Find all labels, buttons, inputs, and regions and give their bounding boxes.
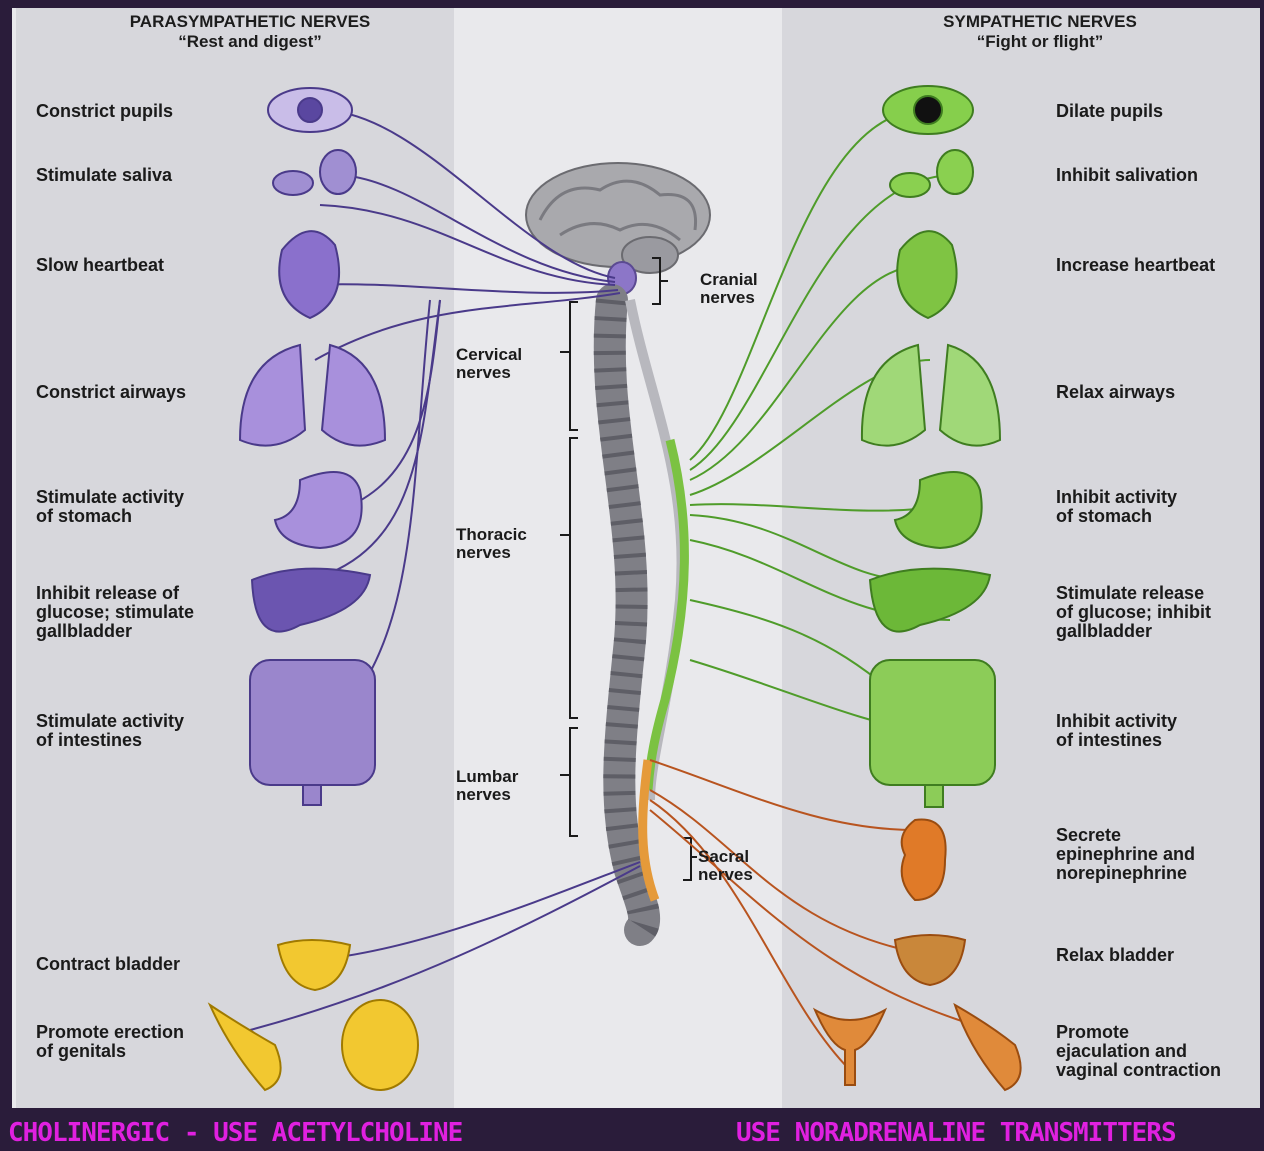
spinal-column xyxy=(610,300,685,930)
lungs-icon xyxy=(240,345,385,446)
sympathetic-organs xyxy=(862,86,1000,807)
para-label-genitals: Promote erection of genitals xyxy=(36,1023,184,1061)
intestines-icon xyxy=(250,660,375,805)
cholinergic-caption: CHOLINERGIC - USE ACETYLCHOLINE xyxy=(8,1118,462,1148)
salivary-gland-icon xyxy=(273,150,356,195)
eye-icon xyxy=(268,88,352,132)
symp-label-intestines: Inhibit activity of intestines xyxy=(1056,712,1177,750)
lumbar-nerves-label: Lumbar nerves xyxy=(456,768,518,804)
penis-icon xyxy=(955,1005,1021,1090)
sacral-nerves-label: Sacral nerves xyxy=(698,848,753,884)
parasympathetic-organs xyxy=(240,88,385,805)
stomach-icon xyxy=(275,472,362,548)
symp-label-bladder: Relax bladder xyxy=(1056,946,1174,965)
vulva-icon xyxy=(342,1000,418,1090)
para-label-airways: Constrict airways xyxy=(36,383,186,402)
symp-label-airways: Relax airways xyxy=(1056,383,1175,402)
sympathetic-lower-organs xyxy=(815,820,1021,1091)
symp-label-pupils: Dilate pupils xyxy=(1056,102,1163,121)
symp-label-genitals: Promote ejaculation and vaginal contract… xyxy=(1056,1023,1221,1080)
cervical-nerves-label: Cervical nerves xyxy=(456,346,522,382)
heart-icon xyxy=(897,231,956,318)
para-label-stomach: Stimulate activity of stomach xyxy=(36,488,184,526)
bladder-icon xyxy=(278,940,350,990)
penis-icon xyxy=(210,1005,281,1090)
bladder-icon xyxy=(895,935,965,985)
symp-label-epinephrine: Secrete epinephrine and norepinephrine xyxy=(1056,826,1195,883)
noradrenaline-caption: USE NORADRENALINE TRANSMITTERS xyxy=(736,1118,1176,1148)
para-label-glucose: Inhibit release of glucose; stimulate ga… xyxy=(36,584,194,641)
symp-label-salivation: Inhibit salivation xyxy=(1056,166,1198,185)
intestines-icon xyxy=(870,660,995,807)
eye-icon xyxy=(883,86,973,134)
lungs-icon xyxy=(862,345,1000,446)
adrenal-kidney-icon xyxy=(902,820,946,901)
liver-icon xyxy=(870,569,990,632)
cranial-nerves-label: Cranial nerves xyxy=(700,271,758,307)
para-label-pupils: Constrict pupils xyxy=(36,102,173,121)
salivary-gland-icon xyxy=(890,150,973,197)
symp-label-glucose: Stimulate release of glucose; inhibit ga… xyxy=(1056,584,1211,641)
para-label-heartbeat: Slow heartbeat xyxy=(36,256,164,275)
uterus-icon xyxy=(815,1010,885,1085)
heart-icon xyxy=(279,231,339,318)
symp-label-stomach: Inhibit activity of stomach xyxy=(1056,488,1177,526)
symp-label-heartbeat: Increase heartbeat xyxy=(1056,256,1215,275)
para-label-intestines: Stimulate activity of intestines xyxy=(36,712,184,750)
genitourinary-organs-left xyxy=(210,940,418,1090)
thoracic-nerves-label: Thoracic nerves xyxy=(456,526,527,562)
para-label-saliva: Stimulate saliva xyxy=(36,166,172,185)
para-label-bladder: Contract bladder xyxy=(36,955,180,974)
liver-icon xyxy=(252,569,370,632)
brain xyxy=(526,163,710,294)
